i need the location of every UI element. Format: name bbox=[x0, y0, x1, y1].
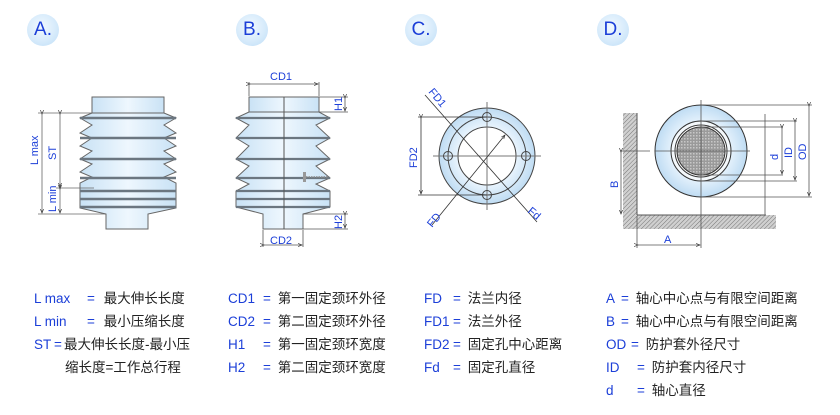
fd2-label: FD2 bbox=[408, 147, 420, 168]
panel-c-badge: C. bbox=[405, 14, 437, 46]
flange-c: FD1 FD2 FD Fd bbox=[408, 86, 543, 230]
legend-row: d= 轴心直径 bbox=[606, 383, 706, 398]
legend-b: CD1= 第一固定颈环外径 CD2= 第二固定颈环外径 H1= 第一固定颈环宽度… bbox=[228, 287, 386, 379]
bellows-body bbox=[78, 112, 178, 230]
legend-row: L min= 最小压缩长度 bbox=[34, 314, 185, 329]
top-collar bbox=[91, 96, 165, 114]
legend-row: 缩长度=工作总行程 bbox=[65, 360, 181, 375]
legend-row: CD2= 第二固定颈环外径 bbox=[228, 314, 386, 329]
legend-row: OD= 防护套外径尺寸 bbox=[606, 337, 741, 352]
legend-row: ID= 防护套内径尺寸 bbox=[606, 360, 747, 375]
od-label: OD bbox=[797, 143, 809, 160]
h2-label: H2 bbox=[333, 215, 345, 229]
lmax-label: L max bbox=[29, 135, 41, 165]
lmin-label: L min bbox=[47, 186, 59, 213]
legend-row: H2= 第二固定颈环宽度 bbox=[228, 360, 386, 375]
shaft-d: d ID OD B A bbox=[609, 100, 812, 248]
st-label: ST bbox=[47, 146, 59, 160]
legend-row: Fd= 固定孔直径 bbox=[424, 360, 536, 375]
d-label: d bbox=[769, 154, 781, 160]
fd1-label: FD1 bbox=[426, 86, 449, 110]
panel-b-badge: B. bbox=[236, 14, 268, 46]
cd2-label: CD2 bbox=[270, 235, 292, 247]
panel-a-badge: A. bbox=[27, 14, 59, 46]
h1-label: H1 bbox=[333, 97, 345, 111]
b-label: B bbox=[609, 181, 621, 188]
panel-d-badge: D. bbox=[597, 14, 629, 46]
cd1-label: CD1 bbox=[270, 71, 292, 83]
bellows-a: L max ST L min bbox=[29, 96, 178, 230]
legend-row: FD1= 法兰外径 bbox=[424, 314, 522, 329]
legend-row: H1= 第一固定颈环宽度 bbox=[228, 337, 386, 352]
legend-row: L max= 最大伸长长度 bbox=[34, 291, 185, 306]
legend-row: FD2= 固定孔中心距离 bbox=[424, 337, 563, 352]
fd-small-label: Fd bbox=[525, 205, 543, 222]
legend-row: A= 轴心中心点与有限空间距离 bbox=[606, 291, 798, 306]
a-label: A bbox=[664, 234, 672, 246]
legend-d: A= 轴心中心点与有限空间距离 B= 轴心中心点与有限空间距离 OD= 防护套外… bbox=[606, 287, 798, 402]
legend-row: FD= 法兰内径 bbox=[424, 291, 522, 306]
legend-c: FD= 法兰内径 FD1= 法兰外径 FD2= 固定孔中心距离 Fd= 固定孔直… bbox=[424, 287, 562, 379]
bellows-b: CD1 H1 H2 CD2 bbox=[234, 71, 348, 247]
legend-a: L max= 最大伸长长度 L min= 最小压缩长度 ST=最大伸长长度-最小… bbox=[34, 287, 190, 379]
legend-row: CD1= 第一固定颈环外径 bbox=[228, 291, 386, 306]
legend-row: ST=最大伸长长度-最小压 bbox=[34, 337, 190, 352]
diagrams: L max ST L min CD1 H1 H2 CD2 bbox=[29, 71, 812, 248]
legend-row: B= 轴心中心点与有限空间距离 bbox=[606, 314, 798, 329]
id-label: ID bbox=[783, 147, 795, 158]
